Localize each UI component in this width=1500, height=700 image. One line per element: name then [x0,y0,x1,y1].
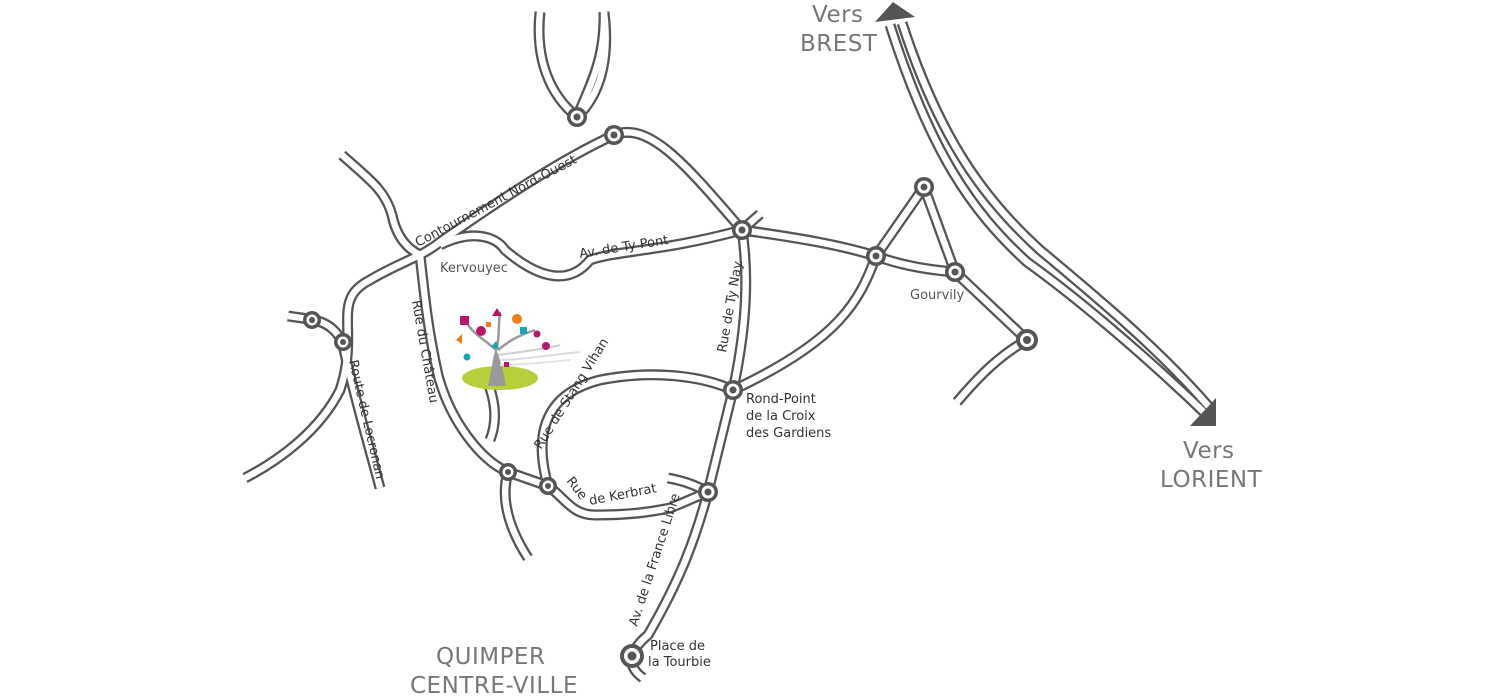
roundabout-locronan [303,311,321,329]
roundabout-contournement [604,125,624,145]
roundabouts [303,107,1038,668]
roundabout-kerbrat [539,477,557,495]
street-kerbrat-2: de Kerbrat [588,481,658,509]
tree-logo-icon [456,308,581,390]
quimper-label-line2: CENTRE-VILLE [410,673,578,699]
roundabout-east-1 [866,246,886,266]
place-tourbie-1: Place de [650,639,705,654]
place-gourvily: Gourvily [910,288,965,303]
roundabout-croix-gardiens [723,380,743,400]
roundabout-locronan-2 [334,333,352,351]
arrow-lorient-icon [1190,398,1216,426]
roundabout-gourvily [945,262,965,282]
roundabout-ty-nay [732,220,752,240]
place-kervouyec: Kervouyec [440,261,508,276]
roundabout-tourbie [620,644,644,668]
roundabout-east-2 [914,177,934,197]
roads-inner [243,11,1213,681]
brest-label-line2: BREST [800,31,878,57]
place-tourbie-2: la Tourbie [648,655,711,670]
place-croix-gardiens-1: Rond-Point [746,392,816,407]
lorient-label-line2: LORIENT [1160,467,1263,493]
roundabout-chateau [499,463,517,481]
place-croix-gardiens-3: des Gardiens [746,426,831,441]
arrow-brest-icon [875,2,915,22]
roundabout-north [567,107,587,127]
lorient-label-line1: Vers [1183,438,1235,464]
roundabout-france-libre [698,482,718,502]
quimper-label-line1: QUIMPER [436,644,545,670]
place-croix-gardiens-2: de la Croix [746,409,816,424]
street-locronan: Route de Locronan [345,359,387,481]
roundabout-interchange [1016,329,1038,351]
brest-label-line1: Vers [812,2,864,28]
